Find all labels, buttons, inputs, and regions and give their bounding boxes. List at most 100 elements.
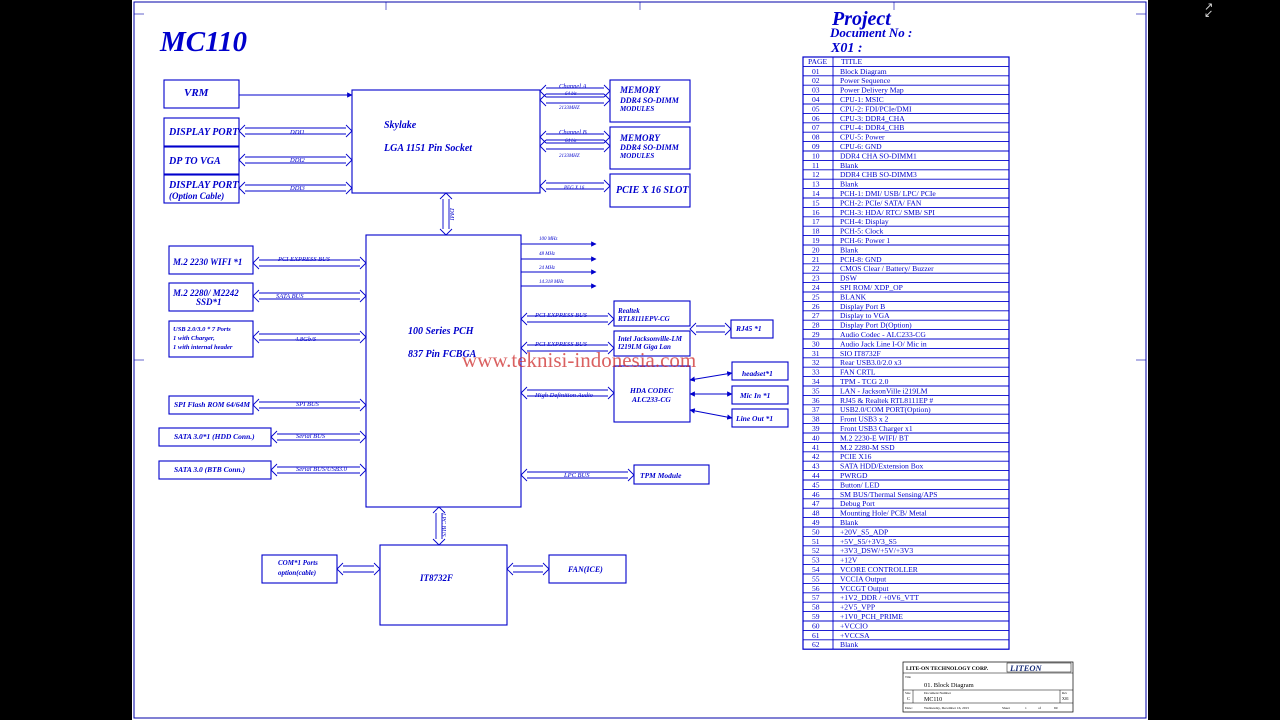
page-index-row-title: Front USB3 Charger x1 — [840, 424, 913, 433]
link-channel-a-bits: 64 bit — [565, 92, 577, 97]
page-index-row-title: +5V_S5/+3V3_S5 — [840, 537, 897, 546]
link-usb-speed: 4.8Gb/S — [295, 336, 317, 343]
hda-codec-chip: ALC233-CG — [631, 395, 671, 404]
cpu-box — [351, 89, 541, 194]
ddi1-bus — [238, 124, 353, 138]
page-index-row-title: Audio Codec - ALC233-CG — [840, 330, 926, 339]
document-no-label: Document No : — [829, 25, 912, 40]
page-index-row-page: 60 — [812, 621, 820, 630]
link-channel-b-speed: 2133MHZ — [559, 154, 580, 159]
lan2-vendor: Intel Jacksonville-LM — [617, 335, 683, 343]
memory-b-box — [609, 126, 691, 170]
link-channel-b-bits: 64 bit — [565, 139, 577, 144]
page-index-row-page: 24 — [812, 283, 820, 292]
link-sata-ssd: SATA BUS — [276, 293, 304, 300]
page-index-row-title: Blank — [840, 180, 858, 189]
vrm-label: VRM — [184, 87, 210, 99]
of-field-label: of — [1038, 706, 1042, 710]
sheet-value: 1 — [1025, 706, 1027, 710]
tpm-label: TPM Module — [640, 471, 682, 480]
page-index-row-page: 40 — [812, 433, 820, 442]
usb-bus — [252, 330, 367, 344]
peg-bus — [539, 179, 611, 193]
page-index-row-page: 15 — [812, 198, 820, 207]
link-pcie-lan2: PCI EXPRESS BUS — [534, 341, 588, 348]
dp-to-vga-label: DP TO VGA — [168, 156, 221, 167]
page-index-row-title: PCH-2: PCIe/ SATA/ FAN — [840, 198, 922, 207]
page-index-row-page: 51 — [812, 537, 820, 546]
page-index-row-page: 12 — [812, 170, 820, 179]
page-index-row-title: Block Diagram — [840, 67, 887, 76]
page-index-row-title: PCH-1: DMI/ USB/ LPC/ PCIe — [840, 189, 936, 198]
page-index-row-page: 17 — [812, 217, 820, 226]
page-index-row-page: 53 — [812, 556, 820, 565]
memory-b-modules: MODULES — [619, 152, 654, 160]
page-index-row-page: 26 — [812, 302, 820, 311]
page-index-row-page: 62 — [812, 640, 820, 649]
ssd-box — [168, 282, 254, 312]
page-index-row-page: 41 — [812, 443, 820, 452]
page-index-row-page: 58 — [812, 603, 820, 612]
page-index-row-title: CPU-1: MSIC — [840, 95, 884, 104]
link-channel-a: Channel A — [559, 83, 587, 90]
page-index-row-page: 16 — [812, 208, 820, 217]
page-index-row-page: 59 — [812, 612, 820, 621]
page-index-row-title: Blank — [840, 640, 858, 649]
page-index-row-page: 39 — [812, 424, 820, 433]
company-name: LITE-ON TECHNOLOGY CORP. — [906, 666, 989, 672]
sata-btb-label: SATA 3.0 (BTB Conn.) — [174, 465, 246, 474]
diagram-title: MC110 — [159, 26, 247, 58]
memory-b-type: DDR4 SO-DIMM — [619, 143, 680, 152]
page-index-row-title: Rear USB3.0/2.0 x3 — [840, 358, 902, 367]
page-index-row-title: PCIE X16 — [840, 452, 872, 461]
lan-rj45-bus — [689, 322, 732, 336]
display-port-option-cable: (Option Cable) — [169, 191, 224, 201]
page-index-row-page: 33 — [812, 368, 820, 377]
clock-24mhz: 24 MHz — [539, 266, 555, 271]
com-ports-label: COM*1 Ports — [278, 559, 318, 567]
link-ddi3: DDI3 — [289, 185, 306, 192]
of-value: 69 — [1054, 706, 1058, 710]
page-index-row-title: M.2 2280-M SSD — [840, 443, 895, 452]
display-port-label: DISPLAY PORT — [168, 127, 239, 138]
ddi2-bus — [238, 153, 353, 167]
rev-value: X01 — [1062, 696, 1069, 701]
link-peg: PEG X 16 — [563, 186, 585, 191]
expand-icon[interactable]: ↗↙ — [1204, 0, 1214, 20]
pcie-lan2-bus — [520, 341, 615, 355]
page-index-row-title: Audio Jack Line I-O/ Mic in — [840, 339, 927, 348]
usb-label: USB 2.0/3.0 * 7 Ports — [173, 326, 231, 333]
mic-in-label: Mic In *1 — [739, 391, 770, 400]
page-index-row-page: 30 — [812, 339, 820, 348]
page-index-row-title: CPU-2: FDI/PCIe/DMI — [840, 104, 912, 113]
document-code: X01 : — [830, 41, 863, 56]
page-index-row-title: TPM - TCG 2.0 — [840, 377, 889, 386]
page-index-row-title: VCCGT Output — [840, 584, 889, 593]
page-index-row-title: CPU-4: DDR4_CHB — [840, 123, 904, 132]
usb-box — [168, 320, 254, 358]
dmi-bus — [439, 192, 453, 236]
memory-a-box — [609, 79, 691, 123]
page-index-row-title: SPI ROM/ XDP_OP — [840, 283, 903, 292]
page-index-row-page: 49 — [812, 518, 820, 527]
date-field-label: Date: — [905, 706, 913, 710]
page-index-row-page: 55 — [812, 574, 820, 583]
page-index-row-page: 25 — [812, 292, 820, 301]
title-block: LITE-ON TECHNOLOGY CORP. LITEON Title 01… — [902, 661, 1074, 713]
page-index-row-page: 05 — [812, 104, 820, 113]
page-index-row-title: PCH-6: Power 1 — [840, 236, 890, 245]
link-ddi1: DDI1 — [289, 129, 305, 136]
page-index-row-title: PCH-5: Clock — [840, 227, 883, 236]
page-index-row-title: CPU-5: Power — [840, 133, 885, 142]
page-index-row-title: SM BUS/Thermal Sensing/APS — [840, 490, 937, 499]
link-serial-btb: Serial BUS/USB3.0 — [296, 466, 348, 473]
title-field-label: Title — [905, 675, 911, 679]
page-index-row-title: SIO IT8732F — [840, 349, 881, 358]
page-index-row-title: +12V — [840, 556, 858, 565]
lan1-chip: RTL8111EPV-CG — [617, 315, 670, 323]
page-index-row-title: Blank — [840, 161, 858, 170]
serial-hdd-bus — [270, 430, 367, 444]
liteon-logo: LITEON — [1009, 663, 1043, 673]
page-index-row-title: DDR4 CHA SO-DIMM1 — [840, 151, 917, 160]
cpu-socket: LGA 1151 Pin Socket — [383, 143, 473, 154]
